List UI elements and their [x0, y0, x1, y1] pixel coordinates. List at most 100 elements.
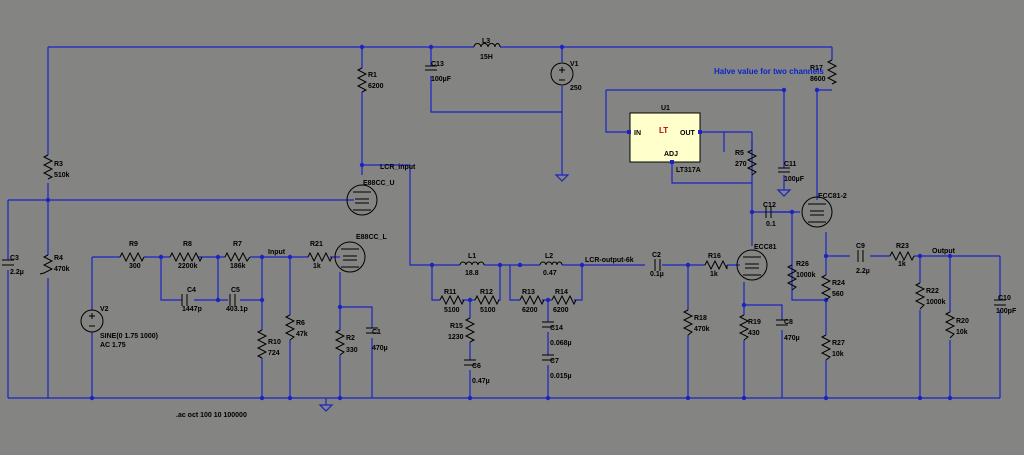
svg-text:C11: C11: [784, 161, 797, 168]
capacitor-c2[interactable]: C2 0.1µ: [650, 252, 664, 278]
svg-text:L2: L2: [545, 253, 553, 260]
svg-text:0.015µ: 0.015µ: [550, 373, 572, 380]
svg-text:6200: 6200: [368, 83, 384, 90]
svg-text:8600: 8600: [810, 76, 826, 83]
wires: [7, 46, 1001, 399]
capacitor-c3[interactable]: C3 2.2µ: [2, 255, 24, 276]
capacitor-c10[interactable]: C10 100pF: [994, 295, 1017, 315]
resistor-r23[interactable]: R23 1k: [889, 243, 915, 268]
inductor-l3[interactable]: L3 15H: [473, 38, 501, 61]
tube-ecc81-2[interactable]: ECC81-2: [801, 193, 847, 228]
svg-text:470k: 470k: [54, 266, 70, 273]
net-label-lcr-output: LCR-output-6k: [585, 257, 634, 264]
tube-e88cc-lower[interactable]: E88CC_L: [334, 234, 387, 273]
svg-text:C9: C9: [856, 243, 865, 250]
resistor-r2[interactable]: R2 330: [334, 329, 358, 356]
resistor-r18[interactable]: R18 470k: [682, 309, 710, 336]
svg-text:2.2µ: 2.2µ: [10, 269, 24, 276]
capacitor-c5[interactable]: C5 403.1p: [226, 287, 248, 313]
resistor-r5[interactable]: R5 270: [735, 149, 758, 176]
svg-text:0.068µ: 0.068µ: [550, 340, 572, 347]
capacitor-c13[interactable]: C13 100µF: [425, 61, 452, 83]
capacitor-c4[interactable]: C4 1447p: [181, 287, 202, 313]
voltage-source-v1[interactable]: V1 250: [550, 61, 582, 92]
svg-text:AC 1.75: AC 1.75: [100, 342, 126, 349]
capacitor-c14[interactable]: C14 0.068µ: [542, 321, 572, 347]
resistor-r8[interactable]: R8 2200k: [169, 241, 203, 270]
resistor-r26[interactable]: R26 1000k: [786, 261, 816, 291]
svg-text:47k: 47k: [296, 331, 308, 338]
resistor-r12[interactable]: R12 5100: [474, 289, 500, 314]
svg-text:C7: C7: [550, 358, 559, 365]
resistor-r13[interactable]: R13 6200: [519, 289, 545, 314]
svg-text:560: 560: [832, 291, 844, 298]
resistor-r20[interactable]: R20 10k: [944, 311, 969, 339]
svg-text:ECC81-2: ECC81-2: [818, 193, 847, 200]
net-label-lcr-input: LCR_input: [380, 164, 416, 171]
svg-text:5100: 5100: [480, 307, 496, 314]
svg-text:330: 330: [346, 347, 358, 354]
capacitor-c12[interactable]: C12 0.1: [763, 202, 776, 228]
resistor-r17[interactable]: R17 8600: [810, 59, 838, 85]
svg-text:R12: R12: [480, 289, 493, 296]
svg-text:R21: R21: [310, 241, 323, 248]
svg-text:0.47: 0.47: [543, 270, 557, 277]
svg-text:R19: R19: [748, 319, 761, 326]
voltage-source-v2[interactable]: V2 SINE(0 1.75 1000) AC 1.75: [80, 306, 158, 349]
capacitor-c7[interactable]: C7 0.015µ: [542, 354, 572, 380]
capacitor-c6[interactable]: C6 0.47µ: [464, 359, 490, 385]
svg-text:C14: C14: [550, 325, 563, 332]
regulator-u1[interactable]: U1 IN OUT ADJ LT317A LT: [627, 105, 702, 174]
svg-text:2.2µ: 2.2µ: [856, 268, 870, 275]
svg-text:R15: R15: [450, 323, 463, 330]
svg-text:C6: C6: [472, 363, 481, 370]
capacitor-c8[interactable]: C8 470µ: [776, 319, 800, 342]
resistor-r16[interactable]: R16 1k: [704, 253, 728, 278]
resistor-r11[interactable]: R11 5100: [439, 289, 465, 314]
svg-text:100µF: 100µF: [784, 176, 805, 183]
resistor-r3[interactable]: R3 510k: [42, 154, 70, 180]
capacitor-c1[interactable]: C1 470µ: [366, 327, 388, 352]
svg-text:R2: R2: [346, 335, 355, 342]
resistor-r19[interactable]: R19 430: [738, 314, 761, 341]
resistor-r9[interactable]: R9 300: [119, 241, 145, 270]
svg-text:LT317A: LT317A: [676, 167, 701, 174]
resistor-r15[interactable]: R15 1230: [448, 317, 476, 343]
resistor-r27[interactable]: R27 10k: [820, 334, 845, 361]
svg-text:1k: 1k: [710, 271, 718, 278]
svg-text:L1: L1: [468, 253, 476, 260]
svg-text:270: 270: [735, 161, 747, 168]
svg-text:C3: C3: [10, 255, 19, 262]
svg-text:1k: 1k: [898, 261, 906, 268]
svg-text:R9: R9: [129, 241, 138, 248]
note-halve-value: Halve value for two channels: [714, 67, 824, 76]
svg-text:724: 724: [268, 350, 280, 357]
svg-text:R17: R17: [810, 65, 823, 72]
tube-ecc81[interactable]: ECC81: [736, 244, 777, 281]
svg-text:1000k: 1000k: [796, 272, 816, 279]
svg-text:R4: R4: [54, 255, 63, 262]
resistor-r7[interactable]: R7 186k: [224, 241, 251, 270]
capacitor-c11[interactable]: C11 100µF: [778, 161, 805, 183]
svg-text:430: 430: [748, 330, 760, 337]
resistor-r14[interactable]: R14 6200: [551, 289, 577, 314]
ground-icon-c11: [776, 189, 792, 197]
resistor-r10[interactable]: R10 724: [256, 329, 281, 359]
resistor-r6[interactable]: R6 47k: [284, 314, 308, 341]
resistor-r4[interactable]: R4 470k: [39, 254, 70, 275]
svg-text:300: 300: [129, 263, 141, 270]
resistor-r24[interactable]: R24 560: [820, 274, 845, 301]
svg-text:403.1p: 403.1p: [226, 306, 248, 313]
capacitor-c9[interactable]: C9 2.2µ: [856, 243, 870, 275]
resistor-r21[interactable]: R21 1k: [307, 241, 333, 270]
svg-text:U1: U1: [661, 105, 670, 112]
inductor-l2[interactable]: L2 0.47: [539, 253, 563, 277]
tube-e88cc-upper[interactable]: E88CC_U: [346, 180, 395, 216]
resistor-r22[interactable]: R22 1000k: [914, 282, 946, 310]
resistor-r1[interactable]: R1 6200: [356, 67, 384, 93]
svg-text:V1: V1: [570, 61, 579, 68]
svg-text:R23: R23: [896, 243, 909, 250]
svg-text:0.1: 0.1: [766, 221, 776, 228]
inductor-l1[interactable]: L1 18.8: [459, 253, 485, 277]
svg-text:R20: R20: [956, 318, 969, 325]
